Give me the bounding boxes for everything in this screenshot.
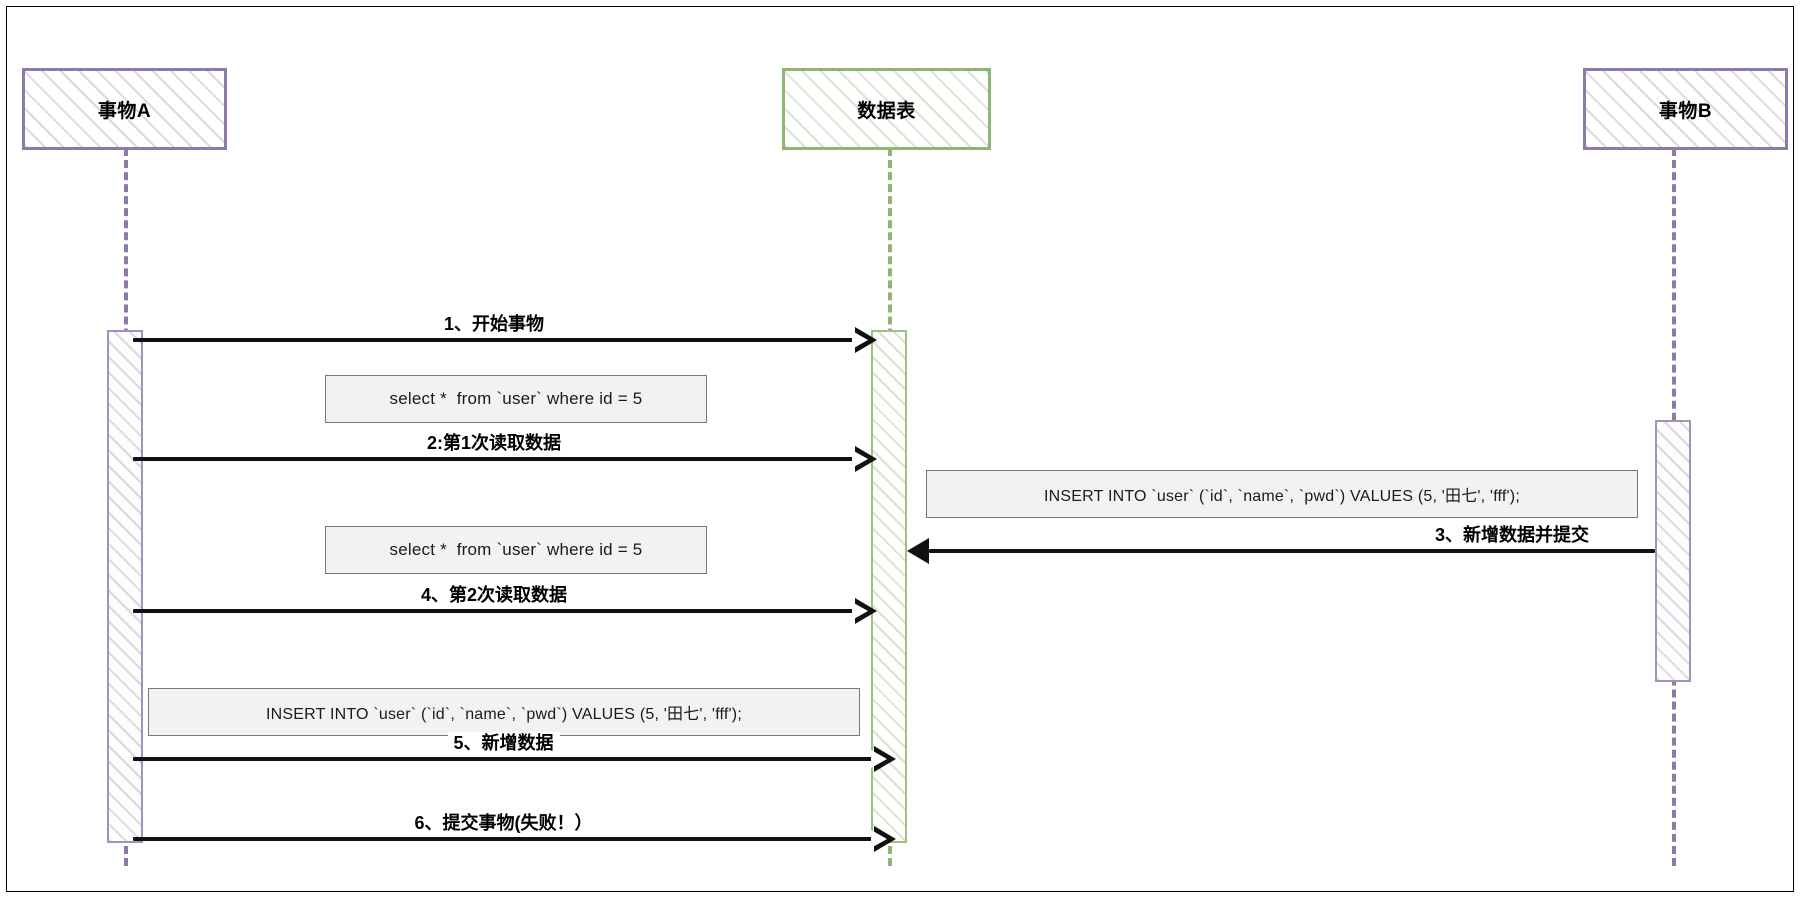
message-5-label: 5、新增数据 bbox=[447, 732, 560, 754]
diagram-frame bbox=[6, 6, 1794, 892]
message-4-line bbox=[133, 609, 855, 613]
message-5-line bbox=[133, 757, 874, 761]
message-1-label: 1、开始事物 bbox=[437, 313, 551, 335]
note-insert-left-text: INSERT INTO `user` (`id`, `name`, `pwd`)… bbox=[266, 706, 742, 723]
message-1-line bbox=[133, 338, 855, 342]
message-3-arrowhead bbox=[907, 538, 929, 564]
message-6-label: 6、提交事物(失败！） bbox=[408, 812, 599, 834]
note-select-2[interactable]: select * from `user` where id = 5 bbox=[325, 526, 707, 574]
note-select-1-text: select * from `user` where id = 5 bbox=[389, 389, 643, 408]
message-2-label: 2:第1次读取数据 bbox=[420, 432, 568, 454]
activation-bar-txn-b[interactable] bbox=[1655, 420, 1691, 682]
participant-txn-a[interactable]: 事物A bbox=[22, 68, 227, 150]
message-2-arrowhead bbox=[852, 446, 877, 472]
note-insert-left[interactable]: INSERT INTO `user` (`id`, `name`, `pwd`)… bbox=[148, 688, 860, 736]
message-6-line bbox=[133, 837, 874, 841]
message-6-arrowhead bbox=[871, 826, 896, 852]
message-4-label: 4、第2次读取数据 bbox=[414, 584, 574, 606]
participant-txn-a-label: 事物A bbox=[97, 100, 152, 122]
participant-data-table[interactable]: 数据表 bbox=[782, 68, 991, 150]
note-select-1[interactable]: select * from `user` where id = 5 bbox=[325, 375, 707, 423]
participant-txn-b[interactable]: 事物B bbox=[1583, 68, 1788, 150]
note-insert-right-text: INSERT INTO `user` (`id`, `name`, `pwd`)… bbox=[1044, 488, 1520, 505]
activation-bar-txn-a[interactable] bbox=[107, 330, 143, 843]
note-insert-right[interactable]: INSERT INTO `user` (`id`, `name`, `pwd`)… bbox=[926, 470, 1638, 518]
participant-txn-b-label: 事物B bbox=[1658, 100, 1713, 122]
message-2-line bbox=[133, 457, 855, 461]
message-1-arrowhead bbox=[852, 327, 877, 353]
message-5-arrowhead bbox=[871, 746, 896, 772]
message-4-arrowhead bbox=[852, 598, 877, 624]
participant-data-table-label: 数据表 bbox=[857, 100, 916, 122]
note-select-2-text: select * from `user` where id = 5 bbox=[389, 540, 643, 559]
message-3-label: 3、新增数据并提交 bbox=[1428, 524, 1595, 546]
message-3-line bbox=[929, 549, 1655, 553]
